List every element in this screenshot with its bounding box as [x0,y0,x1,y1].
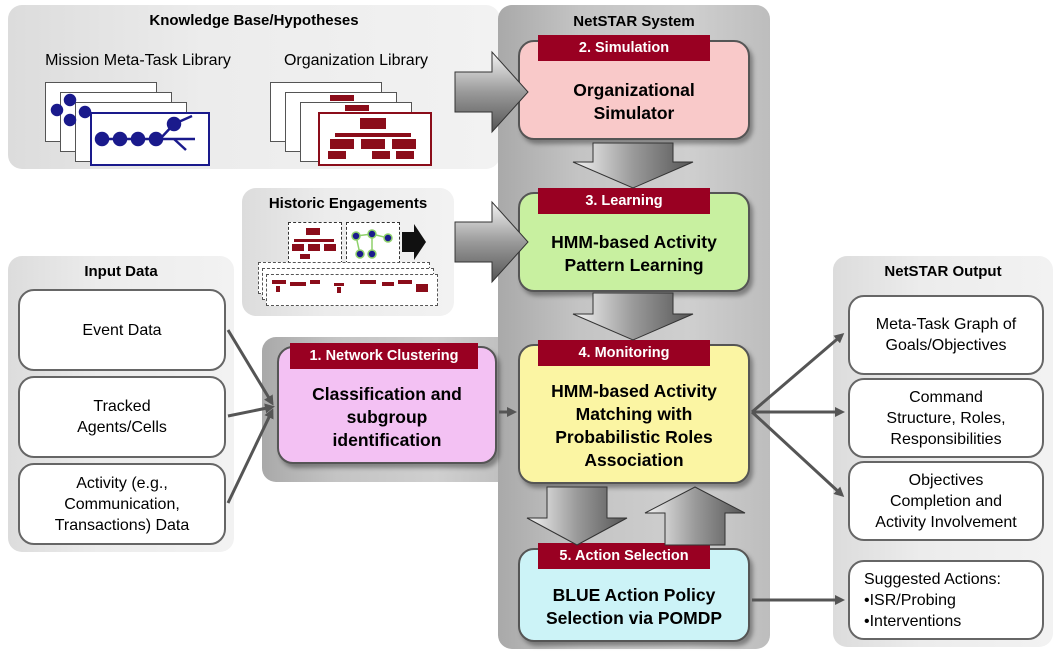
mission-library-label: Mission Meta-Task Library [45,52,231,69]
historic-to-learning-arrow [454,200,529,284]
learning-to-monitoring-arrow [572,292,694,341]
simulation-tag: 2. Simulation [538,35,710,61]
output-title: NetSTAR Output [884,263,1002,280]
suggested-action-isr: •ISR/Probing [864,591,956,609]
output-command-structure-box: Command Structure, Roles, Responsibiliti… [848,378,1044,458]
historic-org-chart-icon [292,228,336,259]
output-meta-task-graph-box: Meta-Task Graph of Goals/Objectives [848,295,1044,375]
network-clustering-tag: 1. Network Clustering [290,343,478,369]
mission-graph-icon [50,93,195,151]
suggested-action-interventions: •Interventions [864,612,962,630]
action-to-monitoring-arrow [644,486,746,546]
kb-to-simulation-arrow [454,50,529,134]
event-data-connector [226,329,274,406]
monitoring-to-meta-task-connector [751,333,845,414]
netstar-system-title: NetSTAR System [573,13,695,30]
knowledge-base-title: Knowledge Base/Hypotheses [149,12,359,29]
monitoring-to-objectives-connector [750,410,845,498]
suggested-actions-heading: Suggested Actions: [864,570,1001,588]
tracked-agents-connector [227,403,275,418]
input-activity-data-box: Activity (e.g., Communication, Transacti… [18,463,226,545]
action-selection-tag: 5. Action Selection [538,543,710,569]
org-chart-icon [328,95,416,159]
monitoring-to-action-arrow [526,486,628,546]
output-objectives-completion-box: Objectives Completion and Activity Invol… [848,461,1044,541]
historic-timeline-front [266,274,438,306]
output-suggested-actions-box: Suggested Actions: •ISR/Probing •Interve… [848,560,1044,640]
input-tracked-agents-box: Tracked Agents/Cells [18,376,226,458]
historic-network-icon [351,229,393,259]
monitoring-tag: 4. Monitoring [538,340,710,366]
historic-timeline-icons [272,280,428,293]
historic-black-arrow-icon [402,224,426,260]
monitoring-stage: HMM-based Activity Matching with Probabi… [518,344,750,484]
input-data-title: Input Data [84,263,158,280]
input-event-data-box: Event Data [18,289,226,371]
historic-engagements-title: Historic Engagements [268,195,428,212]
learning-tag: 3. Learning [538,188,710,214]
organization-library-label: Organization Library [283,52,429,69]
simulation-to-learning-arrow [572,142,694,189]
activity-data-connector [226,408,274,504]
